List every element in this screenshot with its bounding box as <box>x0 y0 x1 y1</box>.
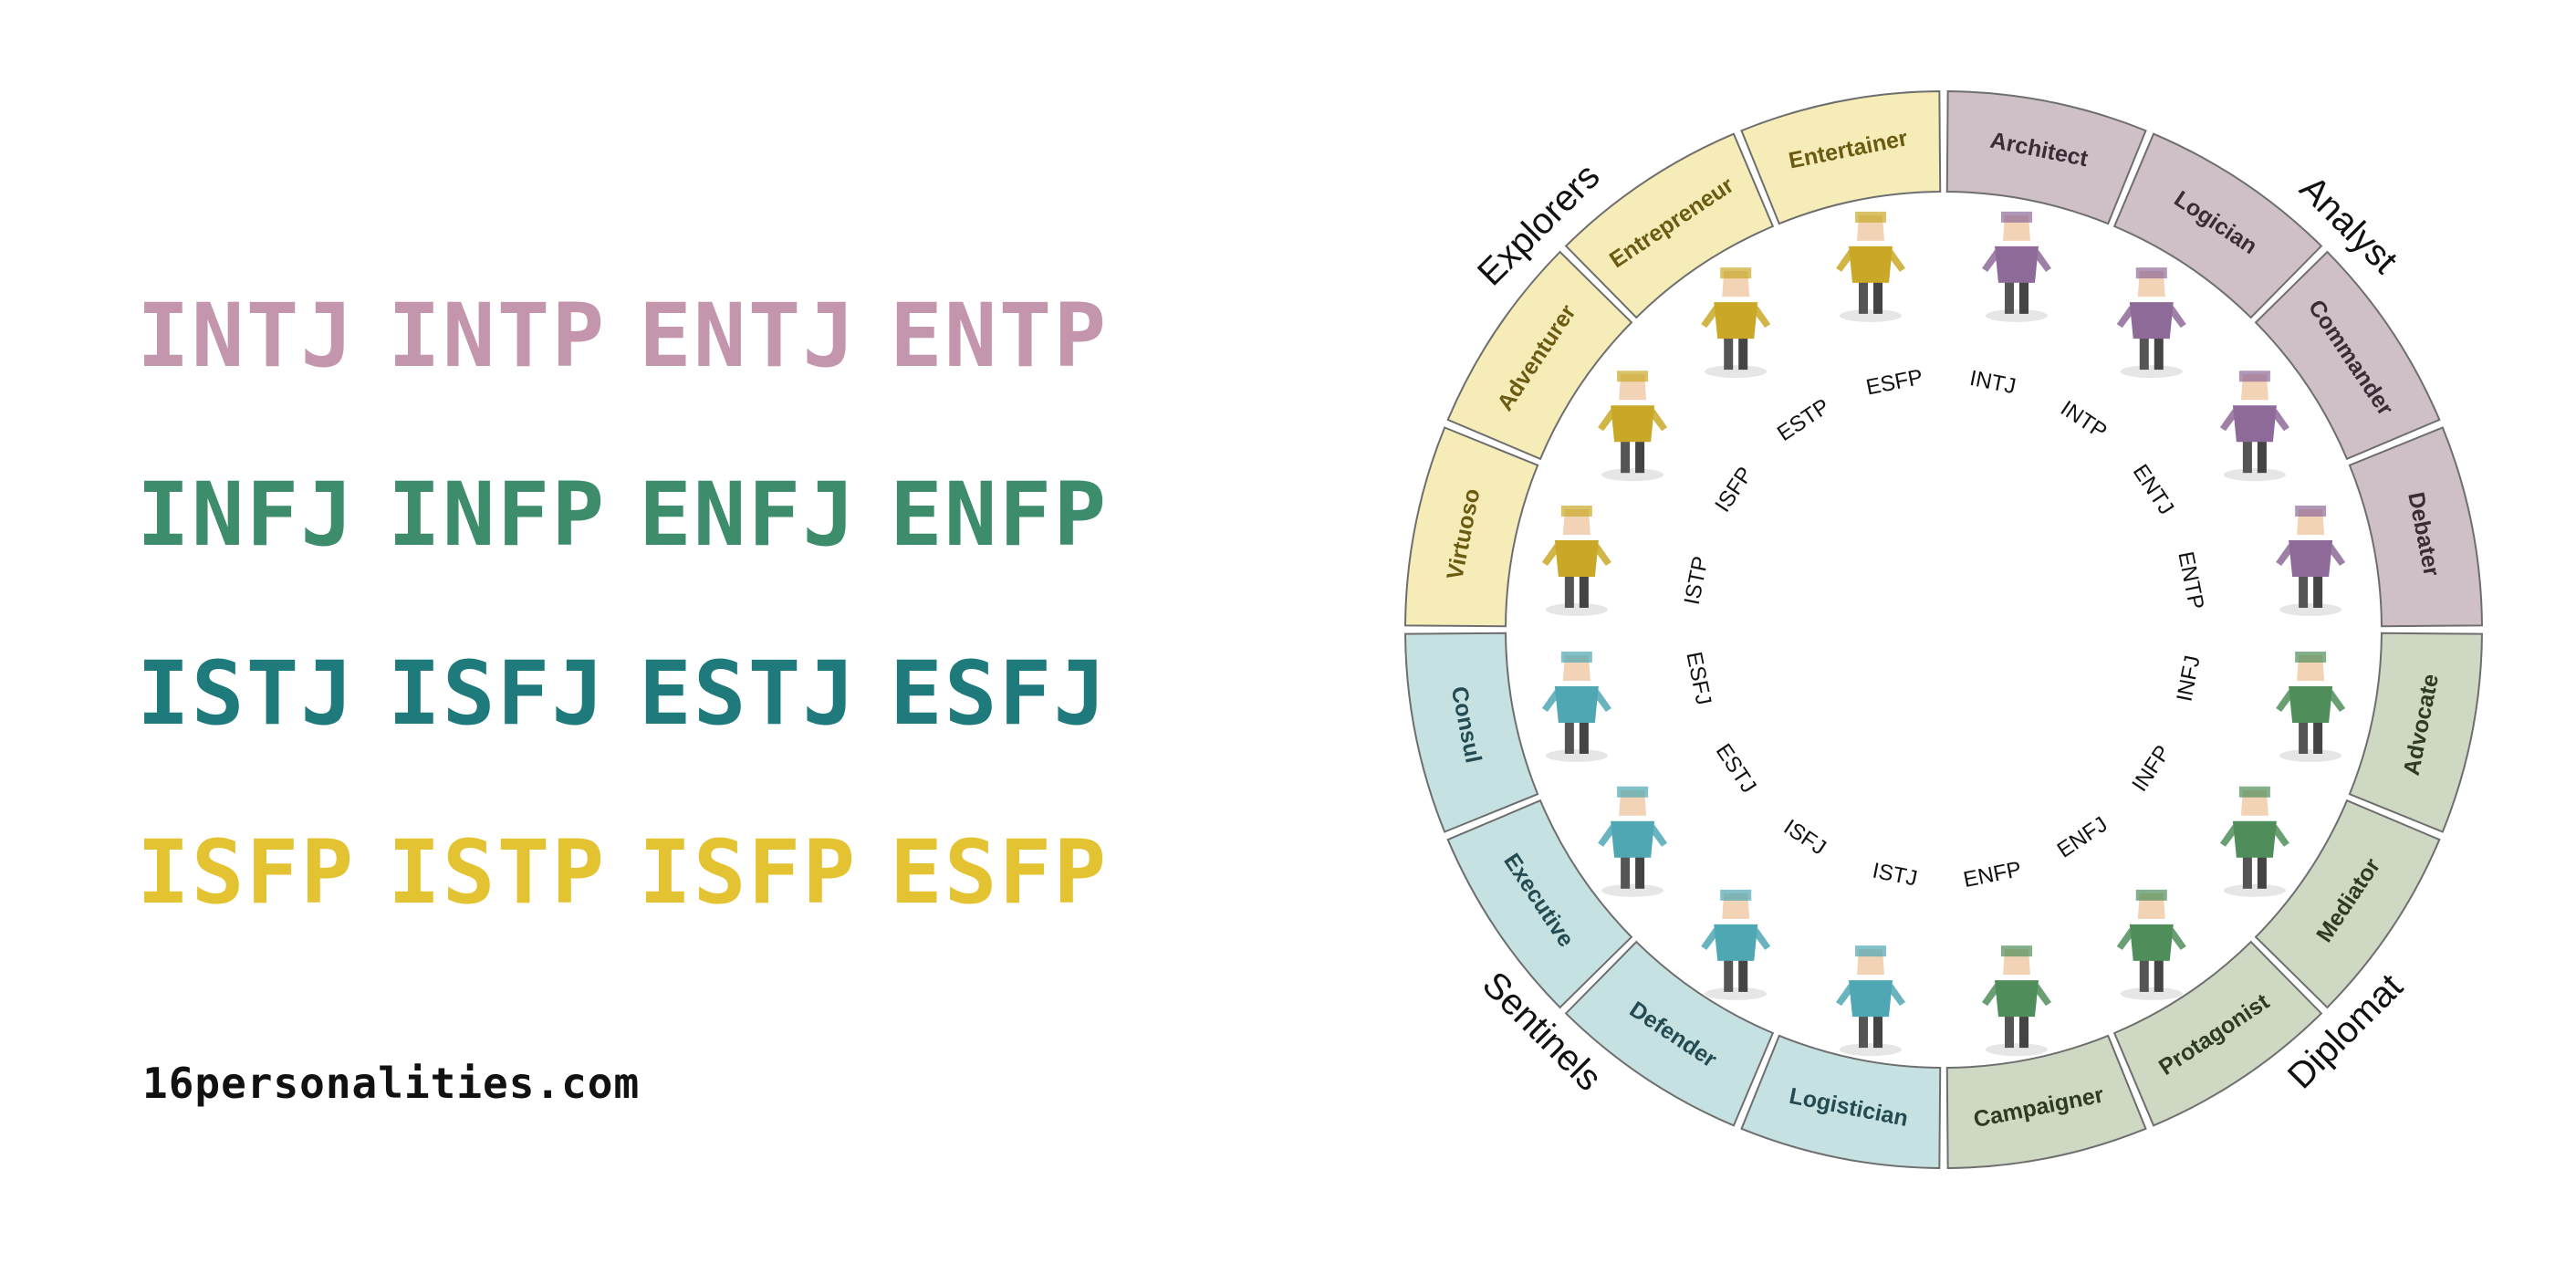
inner-type-code: INTJ <box>1967 366 2018 399</box>
inner-type-code: ISTJ <box>1871 859 1920 892</box>
inner-type-code: ENTP <box>2173 549 2208 611</box>
segment-ring: ArchitectLogicianCommanderDebaterAdvocat… <box>1404 90 2483 1169</box>
character-figure <box>1541 506 1611 617</box>
inner-type-code: ENTJ <box>2128 460 2179 519</box>
type-code: INFJ <box>137 464 356 566</box>
type-code: ESFP <box>890 821 1109 924</box>
character-figure <box>1541 651 1611 762</box>
type-code: ENTJ <box>639 285 858 387</box>
inner-type-code: INFP <box>2127 741 2175 796</box>
inner-code-ring: INTJ INTP ENTJ ENTP INFJ INFP ENFJ ENFP ISTJ ISFJ… <box>1680 365 2209 893</box>
inner-type-code: ESTJ <box>1711 739 1761 798</box>
character-figure <box>1598 371 1668 482</box>
segment-adventurer <box>1446 250 1633 461</box>
segment-executive <box>1446 799 1633 1009</box>
character-figure <box>2276 651 2346 762</box>
character-figure <box>1701 267 1771 379</box>
inner-type-code: ESFJ <box>1681 650 1716 707</box>
segment-logistician <box>1740 1034 1942 1169</box>
type-code: ISTP <box>388 821 607 924</box>
character-figure <box>1598 786 1668 897</box>
type-code: ENFP <box>890 464 1109 566</box>
inner-type-code: ESTP <box>1773 394 1834 446</box>
character-figure <box>2116 889 2186 1000</box>
type-code: ISTJ <box>137 642 356 745</box>
inner-type-code: ENFP <box>1961 857 2023 893</box>
type-code: ISFP <box>639 821 858 924</box>
character-ring <box>1541 211 2346 1057</box>
segment-entrepreneur <box>1564 132 1775 319</box>
segment-entertainer <box>1740 90 1942 225</box>
type-code: INFP <box>388 464 607 566</box>
character-figure <box>2219 786 2289 897</box>
website-label: 16personalities.com <box>142 1059 641 1108</box>
segment-protagonist <box>2112 940 2323 1127</box>
segment-debater <box>2348 426 2483 628</box>
character-figure <box>1701 889 1771 1000</box>
segment-logician <box>2112 132 2323 319</box>
inner-type-code: INFJ <box>2172 653 2205 704</box>
type-code: ENTP <box>890 285 1109 387</box>
inner-type-code: ISFJ <box>1779 815 1830 861</box>
personality-wheel: ArchitectLogicianCommanderDebaterAdvocat… <box>1404 90 2483 1169</box>
character-figure <box>1981 945 2051 1057</box>
inner-type-code: ISFP <box>1710 463 1757 517</box>
segment-defender <box>1564 940 1775 1127</box>
inner-type-code: INTP <box>2056 396 2111 444</box>
character-figure <box>2219 371 2289 482</box>
inner-type-code: ESFP <box>1864 365 1925 401</box>
segment-architect <box>1945 90 2147 225</box>
type-code: ISFJ <box>388 642 607 745</box>
segment-virtuoso <box>1404 426 1539 628</box>
group-label: Explorers <box>1470 156 1608 294</box>
segment-commander <box>2254 250 2441 461</box>
type-code: INTJ <box>137 285 356 387</box>
character-figure <box>2116 267 2186 379</box>
inner-type-code: ENFJ <box>2053 812 2112 863</box>
segment-advocate <box>2348 632 2483 833</box>
type-code: INTP <box>388 285 607 387</box>
group-label: Analyst <box>2292 168 2405 281</box>
character-figure <box>2276 506 2346 617</box>
inner-type-code: ISTP <box>1680 554 1714 607</box>
segment-campaigner <box>1945 1034 2147 1169</box>
type-code: ISFP <box>137 821 356 924</box>
segment-mediator <box>2254 799 2441 1009</box>
type-code: ESFJ <box>890 642 1109 745</box>
type-code: ESTJ <box>639 642 858 745</box>
character-figure <box>1981 211 2051 322</box>
type-code: ENFJ <box>639 464 858 566</box>
segment-consul <box>1404 632 1539 833</box>
character-figure <box>1836 211 1906 322</box>
character-figure <box>1836 945 1906 1057</box>
